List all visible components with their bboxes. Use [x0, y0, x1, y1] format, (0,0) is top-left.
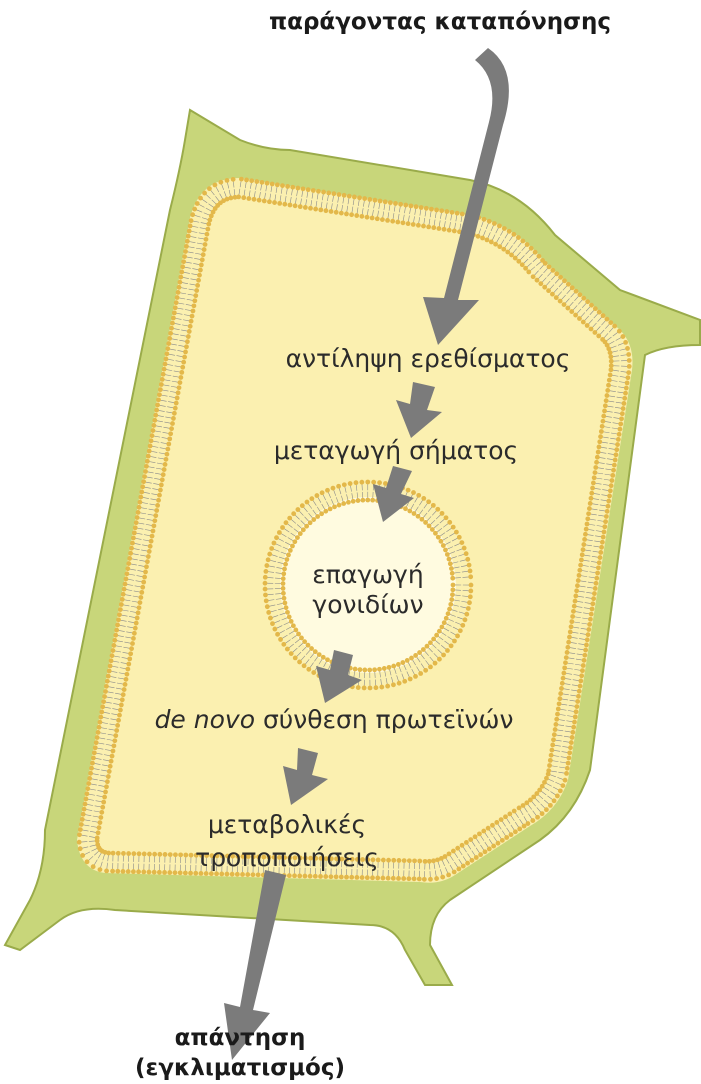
stress-factor-label: παράγοντας καταπόνησης: [269, 9, 611, 35]
metabolic-label-line2: τροποποιήσεις: [195, 843, 379, 872]
transduction-label: μεταγωγή σήματος: [274, 436, 518, 465]
protein-synthesis-rest: σύνθεση πρωτεϊνών: [255, 705, 513, 734]
gene-induction-label-line2: γονιδίων: [312, 590, 423, 619]
protein-synthesis-label: de novo σύνθεση πρωτεϊνών: [155, 705, 514, 734]
gene-induction-label-line1: επαγωγή: [312, 560, 423, 589]
protein-synthesis-italic: de novo: [155, 705, 255, 734]
response-label-line2: (εγκλιματισμός): [135, 1055, 345, 1081]
perception-label: αντίληψη ερεθίσματος: [286, 344, 571, 373]
response-label-line1: απάντηση: [175, 1025, 306, 1051]
metabolic-label-line1: μεταβολικές: [208, 810, 366, 839]
